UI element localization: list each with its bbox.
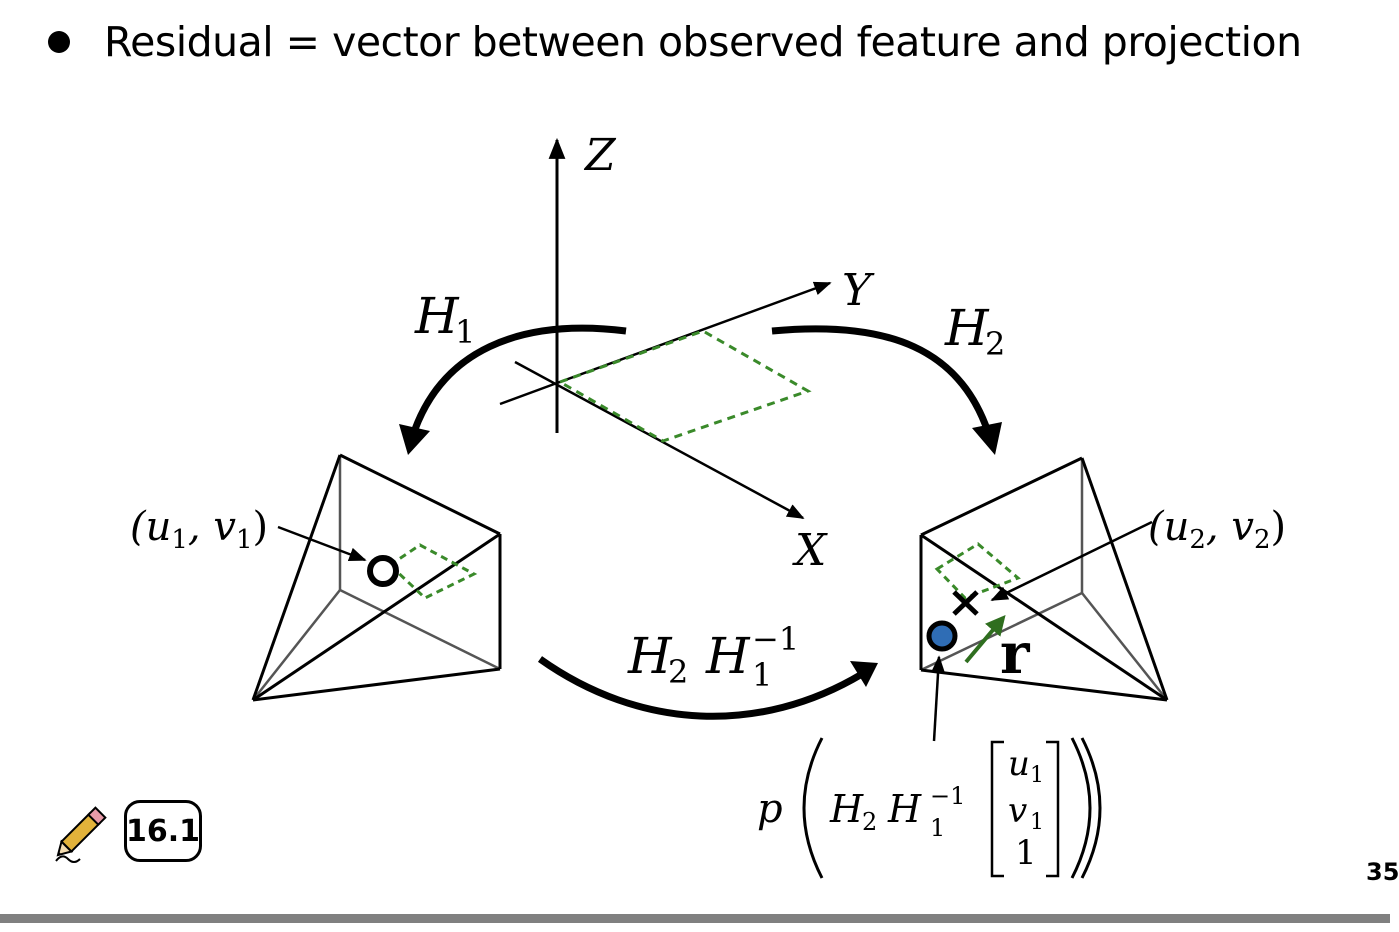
svg-text:1: 1 <box>1015 833 1037 873</box>
h2-label: H 2 <box>944 299 1005 363</box>
transfer-arrowhead <box>850 661 878 687</box>
bottom-bar <box>0 914 1390 923</box>
svg-text:−1: −1 <box>930 782 965 810</box>
uv1-label: (u1, v1) <box>130 504 268 555</box>
svg-text:H: H <box>627 627 673 685</box>
z-axis-label: Z <box>583 130 617 181</box>
pencil-icon[interactable] <box>46 795 118 871</box>
x-axis <box>514 360 805 520</box>
uv2-label: (u2, v2) <box>1148 504 1286 555</box>
camera-2 <box>919 456 1169 702</box>
uv1-pointer <box>277 525 367 562</box>
uv2-pointer <box>990 520 1153 602</box>
h2-arrow <box>771 325 992 434</box>
svg-text:−1: −1 <box>752 620 799 658</box>
h1-label: H 1 <box>414 287 475 351</box>
image-plane-2-patch <box>934 542 1021 600</box>
svg-text:1: 1 <box>455 313 475 351</box>
projected-point <box>926 620 958 652</box>
svg-text:H: H <box>829 787 864 831</box>
bullet-icon <box>48 31 70 53</box>
page-number: 35 <box>1366 858 1399 886</box>
bullet-text: Residual = vector between observed featu… <box>104 18 1302 66</box>
svg-text:(u1, v1): (u1, v1) <box>130 504 268 555</box>
svg-text:p: p <box>757 786 783 832</box>
svg-text:2: 2 <box>985 325 1005 363</box>
residual-label: r <box>1000 621 1031 687</box>
svg-text:H: H <box>705 627 751 685</box>
transfer-arrow <box>537 656 864 720</box>
svg-text:1: 1 <box>1030 810 1044 835</box>
svg-text:u: u <box>1008 744 1030 784</box>
world-axes <box>499 137 832 520</box>
svg-text:2: 2 <box>668 653 688 691</box>
x-axis-label: X <box>792 525 828 576</box>
image-plane-1-patch <box>387 543 478 600</box>
svg-text:H: H <box>944 299 990 357</box>
h2-arrowhead <box>972 422 1002 455</box>
section-badge[interactable]: 16.1 <box>124 800 202 862</box>
observed-feature-2-cross-icon <box>952 590 979 616</box>
svg-text:v: v <box>1008 791 1027 831</box>
projection-formula: p H 2 H −1 1 u 1 v 1 1 <box>757 737 1102 879</box>
h1-arrowhead <box>399 424 430 455</box>
h1-arrow <box>408 324 627 440</box>
svg-text:1: 1 <box>1030 763 1044 788</box>
svg-text:2: 2 <box>862 808 877 836</box>
camera-1 <box>251 453 502 702</box>
svg-text:H: H <box>887 787 922 831</box>
svg-text:H: H <box>414 287 460 345</box>
bullet-item: Residual = vector between observed featu… <box>48 18 1302 66</box>
svg-text:(u2, v2): (u2, v2) <box>1148 504 1286 555</box>
residual-vector <box>964 614 1006 664</box>
svg-text:1: 1 <box>752 656 772 694</box>
y-axis-label: Y <box>842 265 875 316</box>
x-axis-negative <box>499 381 558 406</box>
observed-feature-1 <box>367 555 399 587</box>
transfer-label: H 2 H −1 1 <box>627 620 799 694</box>
svg-text:1: 1 <box>930 814 945 842</box>
projection-pointer <box>931 655 946 742</box>
world-plane <box>556 329 812 443</box>
